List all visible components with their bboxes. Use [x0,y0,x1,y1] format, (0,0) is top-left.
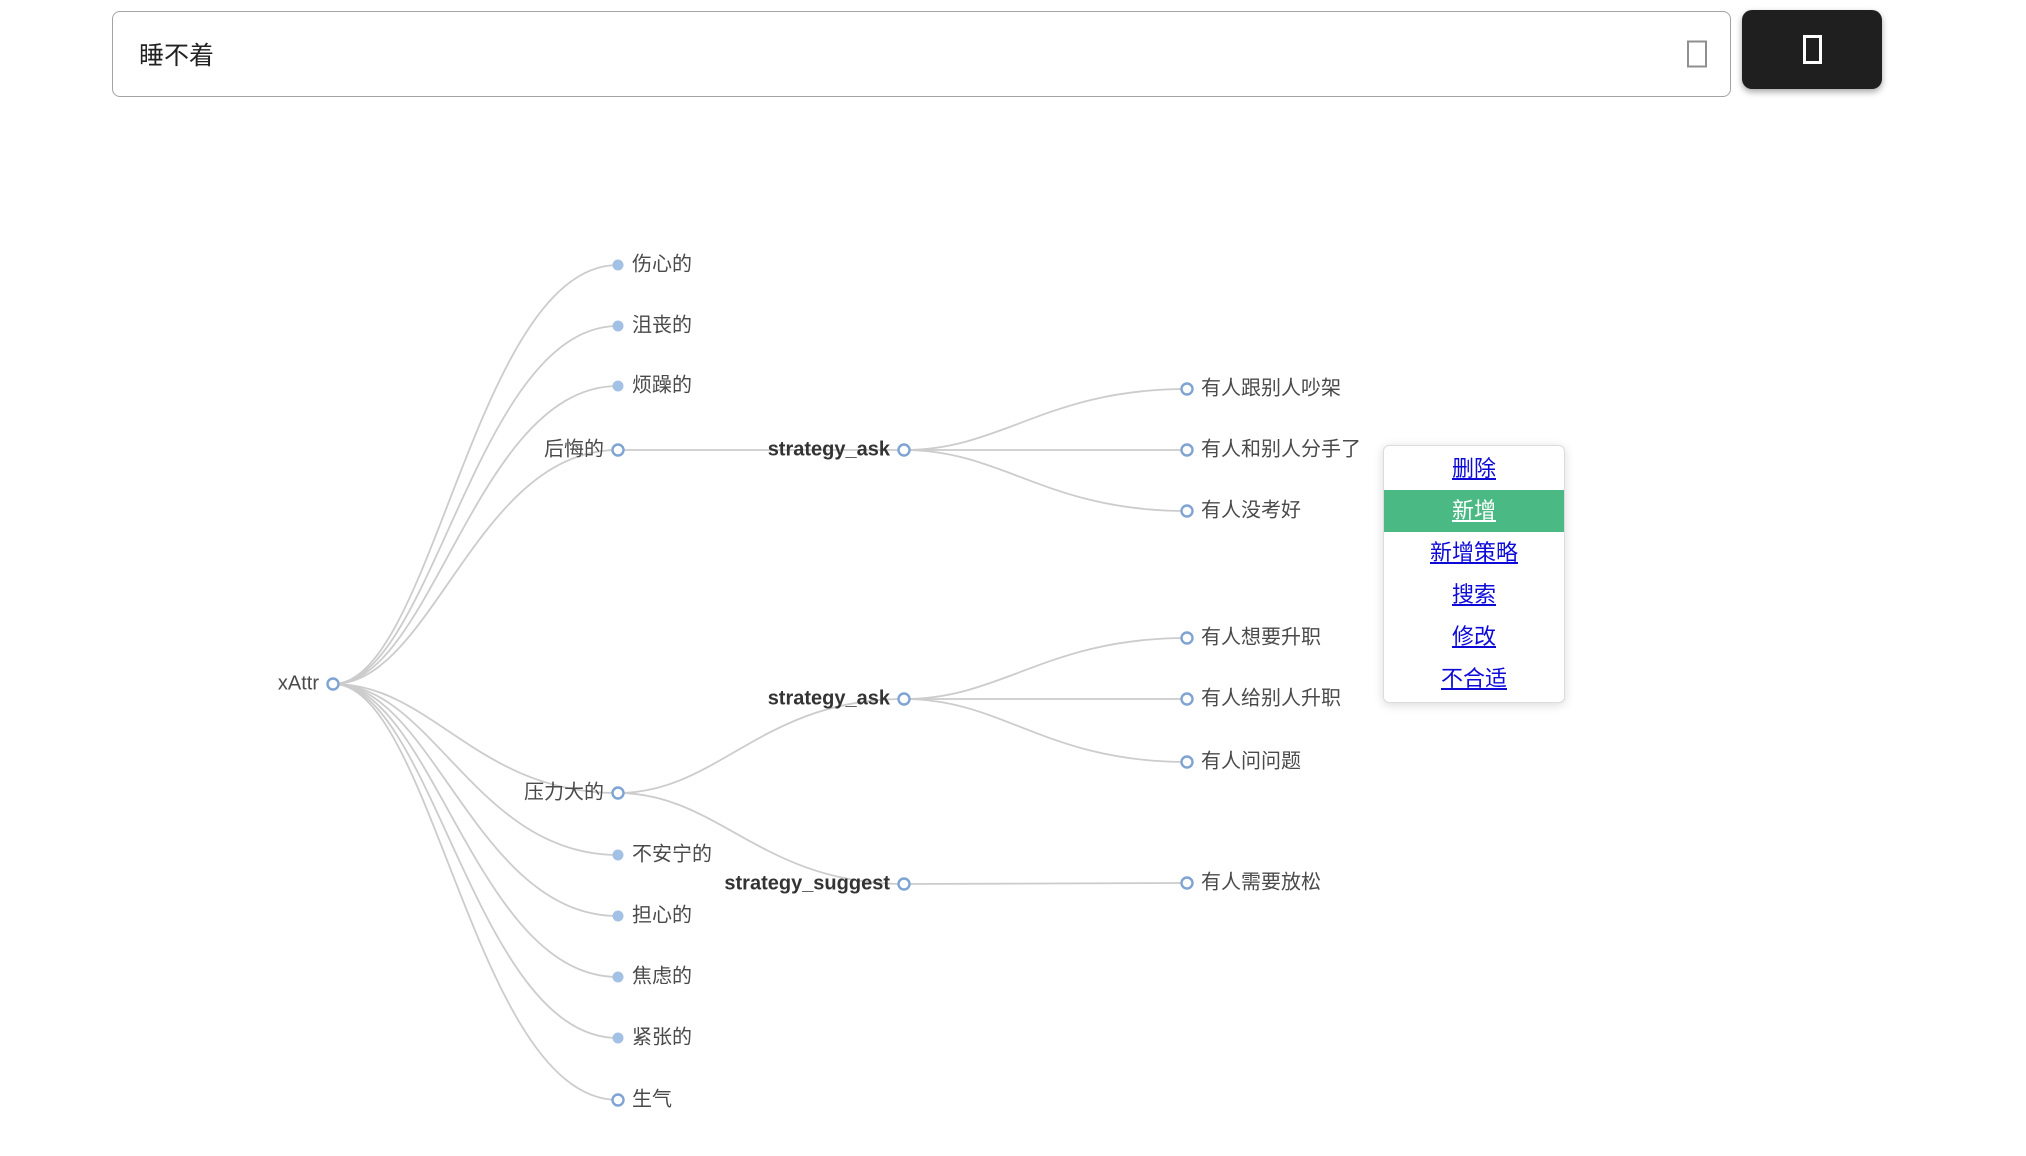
context-menu-item[interactable]: 修改 [1384,616,1564,658]
context-menu-link[interactable]: 删除 [1451,456,1496,481]
tree-node-circle[interactable] [326,677,340,691]
tree-node-circle[interactable] [612,1032,624,1044]
tree-node-label[interactable]: 生气 [632,1088,672,1111]
tree-edge [903,637,1188,700]
tree-node-circle[interactable] [1180,443,1194,457]
tree-node-label[interactable]: 有人需要放松 [1201,871,1321,894]
tree-node-circle[interactable] [612,971,624,983]
tree-node-circle[interactable] [1180,755,1194,769]
context-menu-item[interactable]: 删除 [1384,448,1564,490]
tree-node-label[interactable]: 有人跟别人吵架 [1201,377,1341,400]
tree-edge [903,882,1188,885]
tree-node-label[interactable]: 有人和别人分手了 [1201,438,1361,461]
context-menu: 删除新增新增策略搜索修改不合适 [1383,445,1565,703]
tree-node-circle[interactable] [612,380,624,392]
tree-node-circle[interactable] [611,1093,625,1107]
tree-node-label[interactable]: 焦虑的 [632,965,692,988]
tree-node-label[interactable]: 紧张的 [632,1026,692,1049]
tree-edge [332,683,619,1039]
tree-node-label[interactable]: 有人想要升职 [1201,626,1321,649]
tree-edge [332,683,619,978]
tree-node-label[interactable]: 有人问问题 [1201,750,1301,773]
missing-glyph-icon [1687,40,1707,68]
context-menu-item[interactable]: 新增 [1384,490,1564,532]
submit-button[interactable] [1742,10,1882,89]
context-menu-link[interactable]: 搜索 [1451,582,1496,607]
tree-node-circle[interactable] [897,877,911,891]
tree-node-circle[interactable] [612,259,624,271]
tree-edge [903,449,1188,512]
context-menu-link[interactable]: 不合适 [1440,666,1507,691]
context-menu-link[interactable]: 修改 [1451,624,1496,649]
tree-node-circle[interactable] [1180,504,1194,518]
tree-edge [332,264,619,685]
context-menu-item[interactable]: 不合适 [1384,658,1564,700]
tree-node-label[interactable]: strategy_ask [767,687,890,710]
search-box [112,11,1731,97]
tree-edge [903,388,1188,451]
tree-node-label[interactable]: 担心的 [632,904,692,927]
tree-node-circle[interactable] [1180,876,1194,890]
tree-node-label[interactable]: 伤心的 [632,253,692,276]
tree-edge [617,792,905,885]
tree-edge [332,325,619,685]
tree-node-label[interactable]: 压力大的 [524,781,604,804]
tree-node-label[interactable]: xAttr [277,672,319,695]
tree-node-circle[interactable] [1180,692,1194,706]
tree-edge [332,449,619,685]
tree-edge [332,683,619,794]
tree-node-label[interactable]: 沮丧的 [632,314,692,337]
tree-edge [903,698,1188,763]
search-input[interactable] [113,12,1730,96]
context-menu-item[interactable]: 新增策略 [1384,532,1564,574]
tree-node-circle[interactable] [897,692,911,706]
tree-edge [332,683,619,917]
tree-node-label[interactable]: 有人没考好 [1201,499,1301,522]
tree-node-circle[interactable] [611,786,625,800]
context-menu-link[interactable]: 新增策略 [1429,540,1518,565]
tree-node-label[interactable]: 有人给别人升职 [1201,687,1341,710]
tree-edge [332,683,619,1101]
tree-node-circle[interactable] [611,443,625,457]
tree-node-label[interactable]: strategy_ask [767,438,890,461]
tree-node-circle[interactable] [897,443,911,457]
tree-node-circle[interactable] [612,910,624,922]
missing-glyph-icon [1802,35,1822,64]
context-menu-link[interactable]: 新增 [1451,498,1496,523]
tree-node-label[interactable]: 后悔的 [544,438,604,461]
tree-node-circle[interactable] [1180,382,1194,396]
context-menu-item[interactable]: 搜索 [1384,574,1564,616]
tree-node-label[interactable]: 不安宁的 [632,843,712,866]
tree-node-circle[interactable] [1180,631,1194,645]
tree-node-label[interactable]: 烦躁的 [632,374,692,397]
tree-edge [332,683,619,856]
tree-edge [617,698,905,794]
tree-node-circle[interactable] [612,849,624,861]
tree-node-label[interactable]: strategy_suggest [724,872,890,895]
tree-edge [332,385,619,685]
tree-node-circle[interactable] [612,320,624,332]
